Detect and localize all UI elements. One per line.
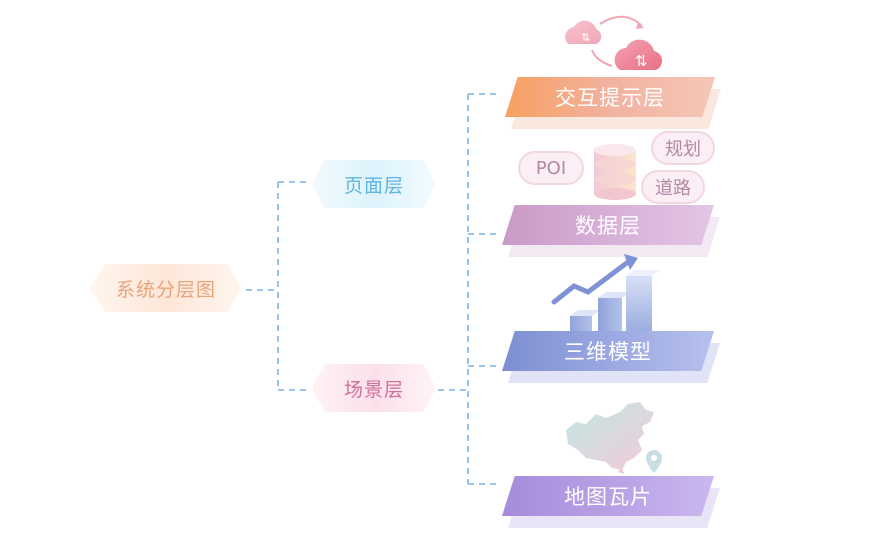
map-pin-icon — [646, 450, 662, 473]
branch-scene-label: 场景层 — [343, 378, 404, 401]
tag-road-label: 道路 — [655, 178, 691, 199]
svg-text:⇅: ⇅ — [635, 52, 648, 70]
layer-interaction-hint: 交互提示层 — [505, 77, 721, 129]
layer-interaction-label: 交互提示层 — [555, 86, 665, 110]
branch-page-label: 页面层 — [343, 174, 404, 197]
layer-3d-model: 三维模型 — [502, 331, 720, 383]
layer-tiles-label: 地图瓦片 — [564, 485, 652, 509]
database-icon — [594, 144, 636, 200]
tag-planning-label: 规划 — [665, 139, 701, 160]
layer-data-label: 数据层 — [575, 214, 641, 238]
tag-poi-label: POI — [535, 157, 567, 179]
cloud-sync-icon: ⇅ ⇅ — [565, 15, 663, 70]
tag-road: 道路 — [641, 170, 705, 204]
layer-map-tiles: 地图瓦片 — [502, 476, 720, 528]
layer-model-label: 三维模型 — [564, 340, 652, 364]
layer-data: 数据层 — [502, 205, 720, 257]
china-map-icon — [566, 402, 654, 474]
root-node: 系统分层图 — [90, 264, 242, 312]
svg-text:⇅: ⇅ — [581, 31, 590, 44]
branch-scene-layer: 场景层 — [312, 364, 436, 412]
root-label: 系统分层图 — [115, 278, 216, 301]
tag-poi: POI — [518, 151, 584, 185]
tag-planning: 规划 — [651, 131, 715, 165]
branch-page-layer: 页面层 — [312, 160, 436, 208]
